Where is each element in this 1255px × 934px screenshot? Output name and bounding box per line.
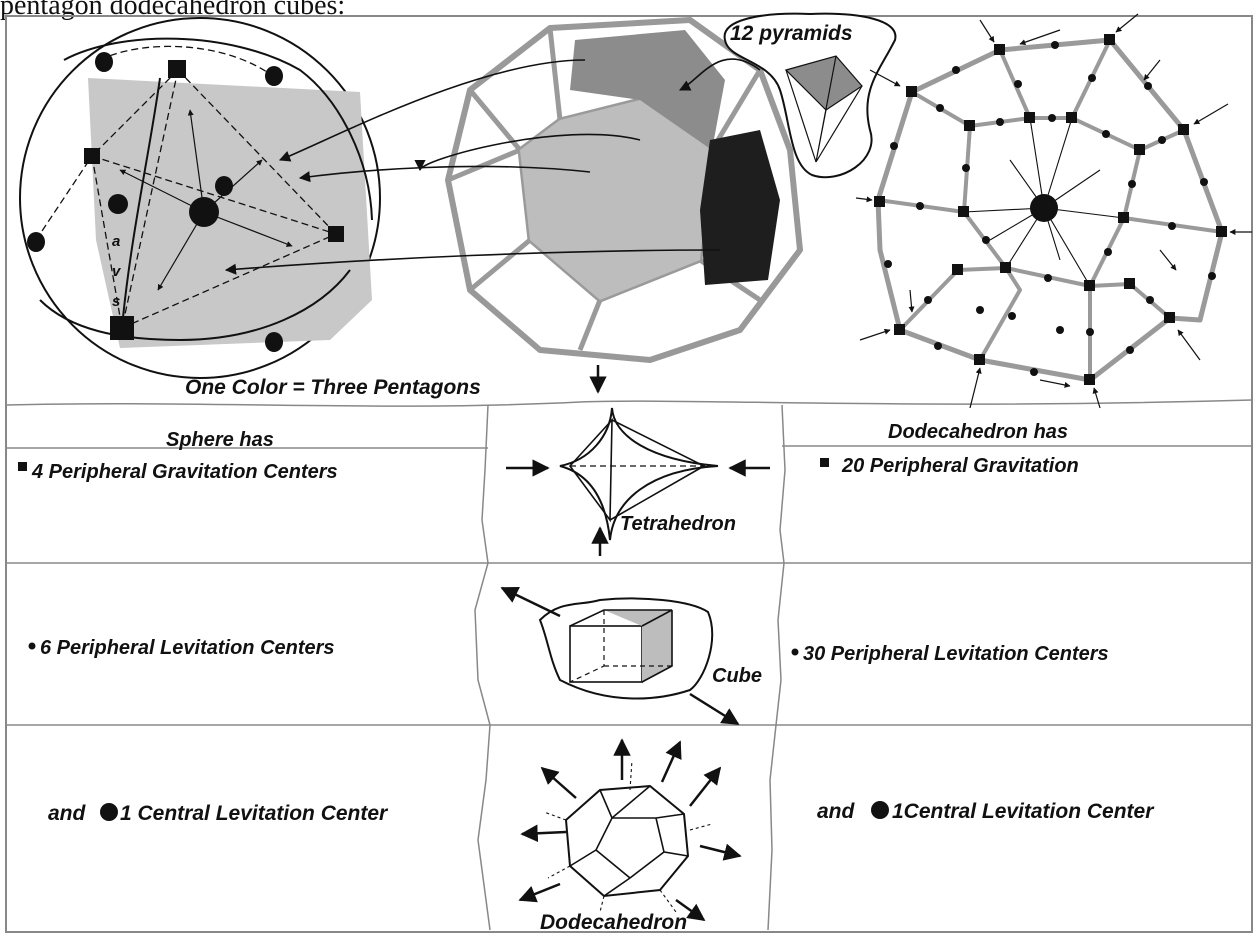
row-1-right: 20 Peripheral Gravitation: [841, 455, 1079, 477]
pyramids-label: 12 pyramids: [730, 22, 853, 45]
gravitation-square-icon: [820, 458, 829, 467]
color-note: One Color = Three Pentagons: [185, 376, 481, 399]
tetrahedron-label: Tetrahedron: [620, 513, 736, 535]
sphere-heading: Sphere has: [166, 429, 274, 451]
row-3-right-prefix: and: [817, 800, 856, 823]
sphere-levitation-centers: [27, 52, 283, 352]
net-gravitation-centers: [874, 34, 1227, 385]
net-radial-lines: [963, 117, 1125, 287]
cube-figure: [500, 586, 740, 726]
sphere-dashed-edges: [35, 45, 337, 329]
dodecahedron-heading: Dodecahedron has: [888, 421, 1068, 443]
sphere-arrows: [119, 109, 293, 291]
gravitation-square-icon: [18, 462, 27, 471]
face-dark: [700, 130, 780, 285]
dodecahedron-net-diagram: [855, 13, 1252, 409]
row-2-left: 6 Peripheral Levitation Centers: [40, 637, 335, 659]
row-3-right: 1Central Levitation Center: [892, 800, 1155, 823]
net-central-center: [1030, 194, 1058, 222]
sphere-letter-v: v: [112, 263, 122, 280]
sphere-letter-s: s: [112, 293, 120, 310]
levitation-dot-icon: [791, 648, 799, 656]
cube-label: Cube: [712, 665, 762, 687]
small-dodecahedron-arrows: [518, 738, 742, 922]
connector-arrows: [224, 58, 761, 275]
sphere-gray-region: [88, 78, 372, 348]
dodecahedron-frame-diagram: [445, 17, 803, 363]
central-dot-icon: [100, 803, 118, 821]
pyramids-callout-bubble: [723, 12, 897, 179]
net-arrows: [855, 13, 1252, 409]
page-caption: pentagon dodecahedron cubes:: [0, 0, 345, 21]
face-mid: [570, 30, 725, 150]
row-3-left-prefix: and: [48, 802, 87, 825]
pyramids-callout: 12 pyramids: [723, 12, 897, 179]
net-levitation-centers: [884, 41, 1216, 376]
sphere-diagram: a v s: [19, 17, 381, 379]
table-grid: [5, 15, 1253, 933]
sphere-letter-a: a: [112, 233, 120, 250]
sphere-gravitation-centers: [84, 60, 344, 340]
dodecahedron-label: Dodecahedron: [540, 911, 687, 934]
central-dot-icon: [871, 801, 889, 819]
sphere-solid-edges: [39, 37, 373, 342]
row-1-left: 4 Peripheral Gravitation Centers: [31, 461, 338, 483]
levitation-dot-icon: [28, 642, 36, 650]
row-3-left: 1 Central Levitation Center: [120, 802, 389, 825]
small-dodecahedron-figure: [518, 738, 742, 922]
row-2-right: 30 Peripheral Levitation Centers: [803, 643, 1109, 665]
tetrahedron-figure: [506, 365, 770, 556]
